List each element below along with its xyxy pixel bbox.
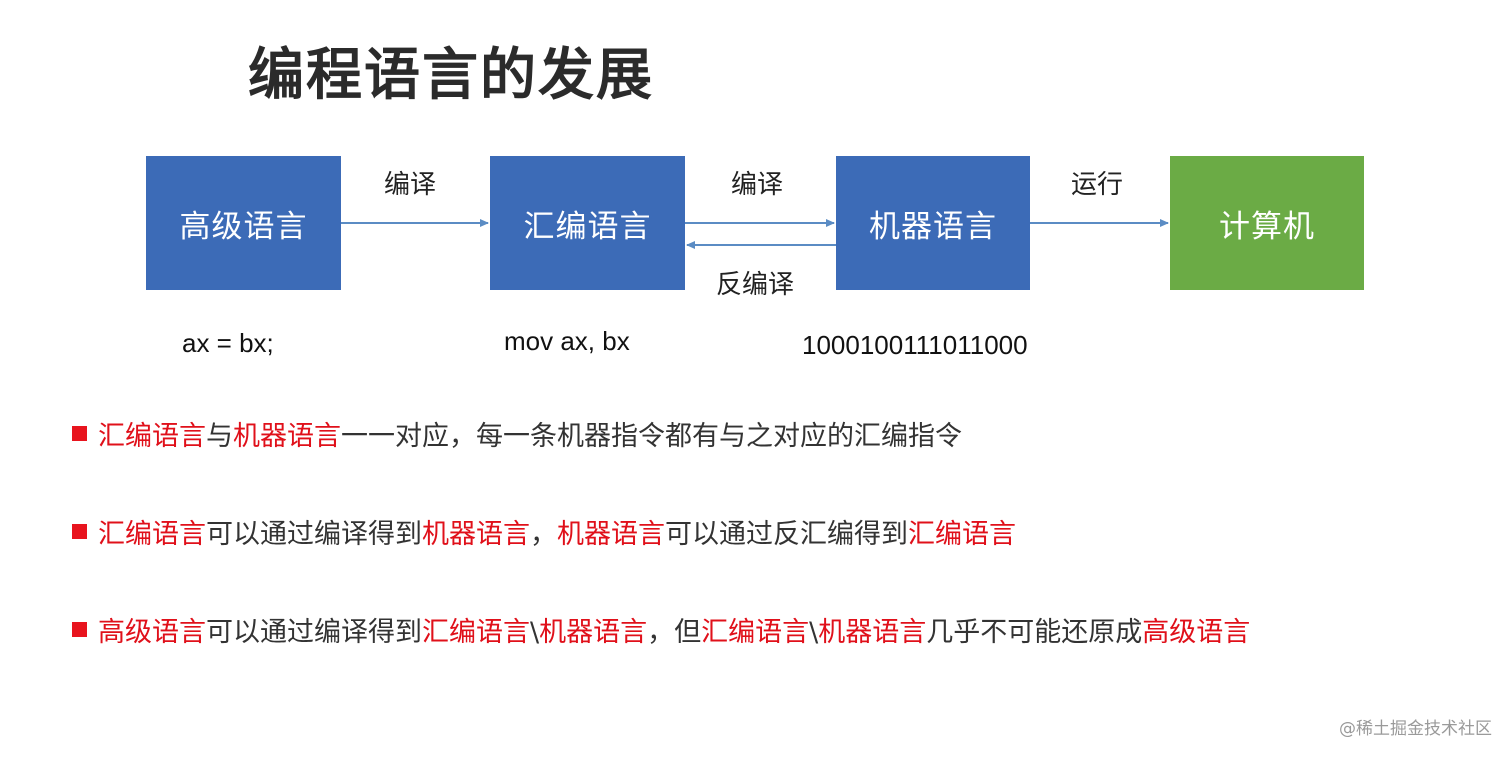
highlight-term: 机器语言	[539, 617, 648, 648]
arrow-label-decompile: 反编译	[716, 270, 795, 300]
bullet-text: 汇编语言可以通过编译得到机器语言，机器语言可以通过反汇编得到汇编语言	[98, 512, 1016, 551]
box-high-level-language: 高级语言	[146, 156, 341, 290]
highlight-term: 机器语言	[557, 519, 665, 550]
bullet-text-segment: 一一对应，每一条机器指令都有与之对应的汇编指令	[341, 421, 962, 452]
bullet-square-icon	[72, 622, 87, 637]
bullet-square-icon	[72, 524, 87, 539]
example-machine-code: 1000100111011000	[802, 330, 1028, 360]
highlight-term: 机器语言	[818, 617, 927, 648]
highlight-term: 高级语言	[98, 617, 206, 648]
bullet-text: 高级语言可以通过编译得到汇编语言\机器语言，但汇编语言\机器语言几乎不可能还原成…	[98, 610, 1250, 649]
bullet-point: 汇编语言与机器语言一一对应，每一条机器指令都有与之对应的汇编指令	[72, 414, 962, 453]
bullet-text-segment: \	[530, 617, 540, 648]
highlight-term: 汇编语言	[98, 519, 206, 550]
highlight-term: 汇编语言	[908, 519, 1016, 550]
arrow-label-compile: 编译	[731, 170, 784, 200]
highlight-term: 汇编语言	[422, 617, 530, 648]
bullet-text-segment: \	[809, 617, 819, 648]
box-machine-language: 机器语言	[836, 156, 1030, 290]
bullet-text: 汇编语言与机器语言一一对应，每一条机器指令都有与之对应的汇编指令	[98, 414, 962, 453]
highlight-term: 汇编语言	[98, 421, 206, 452]
bullet-text-segment: 几乎不可能还原成	[926, 617, 1143, 648]
box-label: 汇编语言	[523, 208, 652, 245]
bullet-text-segment: 可以通过编译得到	[206, 519, 422, 550]
bullet-text-segment: ，但	[647, 617, 702, 648]
box-assembly-language: 汇编语言	[490, 156, 685, 290]
bullet-text-segment: 与	[206, 421, 233, 452]
highlight-term: 机器语言	[233, 421, 341, 452]
example-high-level: ax = bx;	[182, 328, 274, 358]
watermark: @稀土掘金技术社区	[1339, 719, 1492, 739]
box-label: 高级语言	[179, 208, 308, 245]
bullet-square-icon	[72, 426, 87, 441]
box-label: 计算机	[1219, 208, 1315, 245]
highlight-term: 汇编语言	[701, 617, 810, 648]
box-computer: 计算机	[1170, 156, 1364, 290]
page-title: 编程语言的发展	[248, 43, 654, 108]
example-assembly: mov ax, bx	[504, 326, 630, 356]
bullet-text-segment: 可以通过编译得到	[206, 617, 422, 648]
bullet-point: 高级语言可以通过编译得到汇编语言\机器语言，但汇编语言\机器语言几乎不可能还原成…	[72, 610, 1250, 649]
highlight-term: 高级语言	[1142, 617, 1251, 648]
box-label: 机器语言	[869, 208, 997, 245]
arrow-label-run: 运行	[1071, 170, 1124, 200]
bullet-text-segment: 可以通过反汇编得到	[665, 519, 908, 550]
highlight-term: 机器语言	[422, 519, 530, 550]
bullet-text-segment: ，	[530, 519, 557, 550]
arrow-label-compile: 编译	[384, 170, 437, 200]
bullet-point: 汇编语言可以通过编译得到机器语言，机器语言可以通过反汇编得到汇编语言	[72, 512, 1016, 551]
